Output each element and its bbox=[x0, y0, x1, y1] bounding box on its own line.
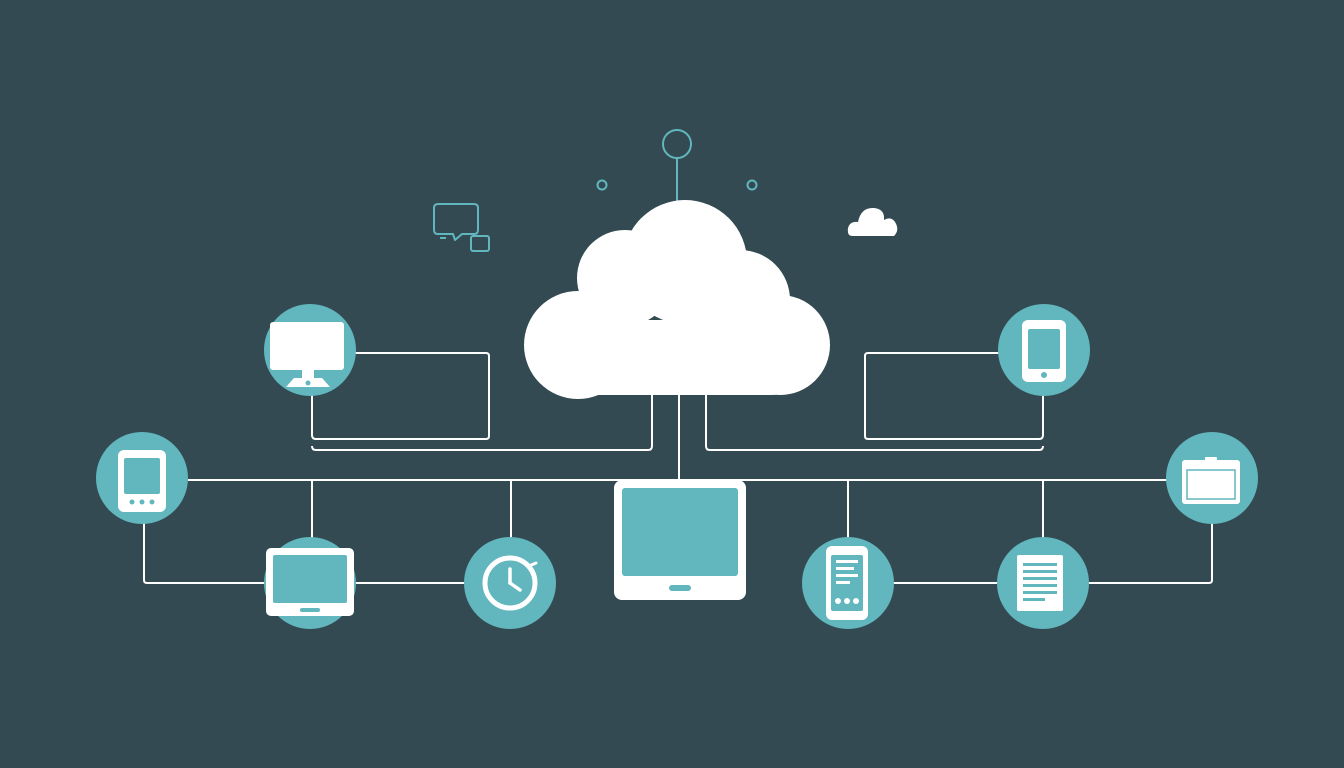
connector-cloud-left bbox=[311, 395, 653, 451]
node-monitor bbox=[264, 304, 356, 396]
connector-phone-left bbox=[143, 512, 270, 584]
node-laptop bbox=[264, 537, 356, 629]
monitor-icon bbox=[270, 322, 344, 387]
node-document bbox=[997, 537, 1089, 629]
antenna-icon bbox=[596, 129, 758, 208]
document-icon bbox=[1017, 555, 1063, 611]
node-clock bbox=[464, 537, 556, 629]
chat-bubbles-icon bbox=[433, 203, 490, 252]
node-phone-app bbox=[802, 537, 894, 629]
connector-monitor bbox=[311, 352, 490, 440]
window-icon bbox=[1182, 457, 1240, 504]
connector-tablet-top-right bbox=[864, 352, 1044, 440]
cloud-icon bbox=[524, 200, 830, 399]
connector-window bbox=[1088, 522, 1213, 584]
smartphone-icon bbox=[118, 450, 166, 512]
tablet-icon bbox=[614, 480, 746, 600]
node-tablet-top-right bbox=[998, 304, 1090, 396]
clock-icon bbox=[482, 555, 538, 611]
node-window bbox=[1166, 432, 1258, 524]
small-cloud-icon bbox=[847, 207, 898, 236]
tablet-icon bbox=[1022, 320, 1066, 382]
laptop-icon bbox=[266, 548, 354, 616]
mobile-app-icon bbox=[826, 546, 868, 620]
node-phone-left bbox=[96, 432, 188, 524]
connector-cloud-right bbox=[705, 395, 1044, 451]
